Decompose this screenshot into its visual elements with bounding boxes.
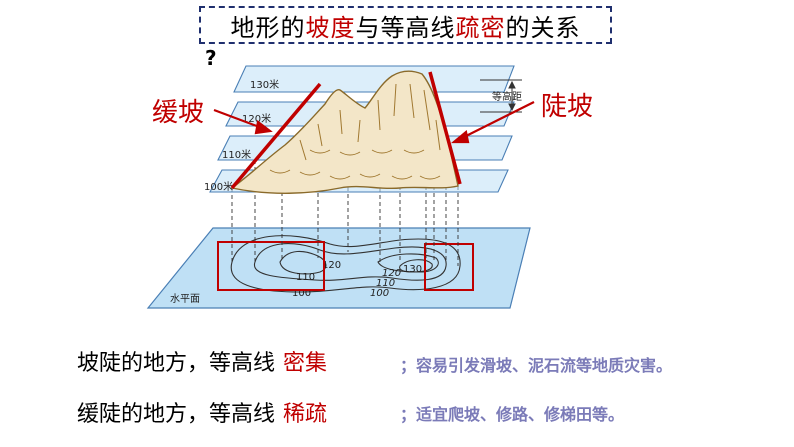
statement-gentle-answer: 稀疏: [283, 402, 328, 427]
map-label-120b: 120: [382, 268, 401, 279]
gentle-slope-line: [230, 82, 322, 190]
statement-steep-answer: 密集: [283, 351, 328, 376]
map-label-110: 110: [296, 272, 315, 283]
title-part-1: 地形的: [230, 13, 306, 42]
title-part-3: 与等高线: [355, 13, 456, 42]
contour-120-right: [377, 253, 439, 273]
title-highlight-density: 疏密: [455, 13, 506, 42]
gentle-slope-label: 缓坡: [152, 98, 205, 128]
contour-110: [254, 243, 447, 281]
plane-label-100: 100米: [204, 180, 233, 193]
steep-slope-line: [428, 71, 462, 185]
map-label-100b: 100: [370, 288, 389, 299]
title-part-5: 的关系: [505, 13, 581, 42]
statement-steep: 坡陡的地方，等高线密集: [77, 345, 327, 377]
steep-slope-label: 陡坡: [541, 92, 594, 122]
question-mark: ?: [205, 46, 217, 70]
gentle-slope-box: [217, 241, 325, 291]
plane-label-130: 130米: [250, 78, 279, 91]
mountain-texture: [269, 83, 441, 180]
plane-130: [233, 65, 515, 93]
statement-steep-text: 坡陡的地方，等高线: [77, 351, 276, 376]
label-arrows: [213, 101, 535, 144]
statement-gentle: 缓陡的地方，等高线稀疏: [77, 396, 327, 428]
statement-steep-note: ；容易引发滑坡、泥石流等地质灾害。: [400, 356, 673, 375]
map-label-120: 120: [322, 260, 341, 271]
title-box: 地形的坡度与等高线疏密的关系: [199, 6, 612, 44]
statement-gentle-text: 缓陡的地方，等高线: [77, 402, 276, 427]
map-label-130: 130: [403, 264, 422, 275]
horizontal-plane-label: 水平面: [170, 293, 200, 305]
plane-label-120: 120米: [242, 112, 271, 125]
plane-label-110: 110米: [222, 148, 251, 161]
title-highlight-slope: 坡度: [305, 13, 356, 42]
contour-120: [279, 250, 327, 275]
contour-interval-label: 等高距: [492, 90, 522, 103]
contour-130: [399, 259, 433, 273]
steep-slope-box: [424, 243, 474, 291]
statement-gentle-note: ；适宜爬坡、修路、修梯田等。: [400, 405, 625, 424]
map-label-100: 100: [292, 288, 311, 299]
map-label-110b: 110: [376, 278, 395, 289]
contour-interval-bracket: [480, 79, 522, 113]
mountain: [230, 70, 459, 194]
